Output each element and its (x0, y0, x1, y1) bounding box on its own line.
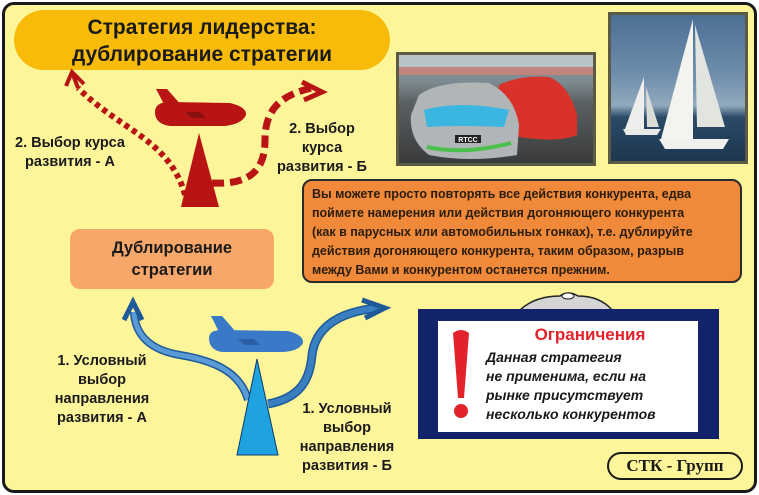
limitations-title: Ограничения (534, 325, 646, 344)
dup-line-1: Дублирование (111, 239, 233, 257)
info-line: поймете намерения или действия догоняюще… (312, 206, 685, 220)
label-conditional-b: 1. Условный выбор направления развития -… (287, 400, 407, 476)
title-line-2: дублирование стратегии (71, 43, 333, 66)
red-cone-icon (181, 133, 219, 207)
label-course-b: 2. Выбор курса развития - Б (272, 120, 372, 177)
label-conditional-a: 1. Условный выбор направления развития -… (42, 352, 162, 428)
red-dashed-arrow-b-icon (211, 79, 328, 187)
info-line: действия догоняющего конкурента, таким о… (312, 244, 685, 258)
label-line: 2. Выбор курса (15, 135, 125, 151)
red-airplane-icon (155, 89, 247, 126)
clipboard-clip-icon (518, 292, 614, 311)
limit-line: рынке присутствует (486, 387, 644, 403)
duplication-strategy-box: Дублирование стратегии (70, 229, 274, 289)
info-line: Вы можете просто повторять все действия … (312, 187, 692, 201)
blue-arrow-b-icon (267, 297, 392, 409)
blue-arrow-a-icon (121, 296, 252, 402)
car-plate: RTCC (458, 137, 477, 144)
blue-cone-icon (236, 358, 279, 456)
limitations-paper (438, 321, 698, 432)
label-line: выбор (78, 372, 126, 388)
label-line: курса (301, 140, 343, 156)
limitations-text: Данная стратегия не применима, если на р… (486, 348, 696, 424)
label-line: выбор (323, 420, 371, 436)
label-line: направления (54, 391, 150, 407)
label-course-a: 2. Выбор курса развития - А (10, 134, 130, 172)
label-line: развития - А (25, 154, 115, 170)
red-dotted-arrow-a-icon (64, 68, 188, 196)
label-line: 2. Выбор (289, 121, 355, 137)
info-description-box: Вы можете просто повторять все действия … (302, 179, 742, 283)
company-logo: СТК - Групп (607, 452, 743, 480)
label-line: развития - А (57, 410, 147, 426)
info-line: между Вами и конкурентом останется прежн… (312, 263, 610, 277)
label-line: развития - Б (277, 159, 367, 175)
label-line: 1. Условный (57, 353, 147, 369)
label-line: 1. Условный (302, 401, 392, 417)
label-line: развития - Б (302, 458, 392, 474)
sailboats-photo (608, 12, 748, 164)
limit-line: несколько конкурентов (486, 406, 656, 422)
label-line: направления (299, 439, 395, 455)
limit-line: Данная стратегия (486, 349, 622, 365)
dup-line-2: стратегии (131, 261, 213, 279)
title-banner: Стратегия лидерства: дублирование страте… (14, 10, 390, 70)
limit-line: не применима, если на (486, 368, 646, 384)
title-line-1: Стратегия лидерства: (87, 16, 317, 39)
info-line: (как в парусных или автомобильных гонках… (312, 225, 693, 239)
racing-cars-photo: RTCC (396, 52, 596, 166)
blue-airplane-icon (209, 316, 304, 352)
